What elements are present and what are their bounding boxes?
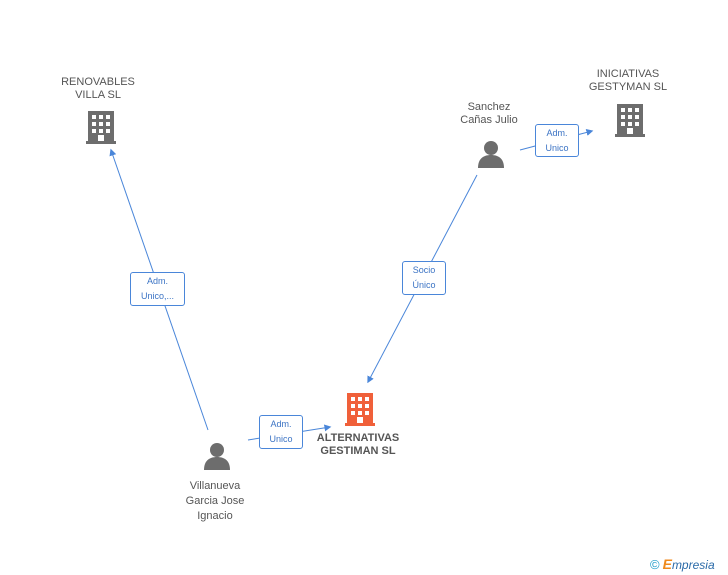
relation-line: Unico bbox=[545, 143, 569, 153]
node-label-line: GESTIMAN SL bbox=[320, 445, 396, 457]
brand-name: mpresia bbox=[671, 558, 715, 572]
person-icon bbox=[204, 443, 230, 470]
node-label-line: Garcia Jose bbox=[185, 495, 245, 507]
node-label-line: ALTERNATIVAS bbox=[316, 432, 400, 444]
node-label-line: VILLA SL bbox=[75, 89, 121, 101]
node-label-line: RENOVABLES bbox=[61, 76, 135, 88]
copyright-icon: © bbox=[650, 557, 660, 572]
relation-line: Unico bbox=[269, 434, 293, 444]
node-label-iniciativas[interactable]: INICIATIVAS GESTYMAN SL bbox=[578, 68, 678, 94]
brand-watermark: ©Empresia bbox=[650, 556, 715, 572]
node-label-villanueva[interactable]: Villanueva Garcia Jose Ignacio bbox=[165, 479, 265, 524]
relation-line: Unico,... bbox=[140, 291, 174, 301]
node-label-sanchez[interactable]: Sanchez Cañas Julio bbox=[439, 101, 539, 127]
relation-line: Adm. bbox=[146, 276, 168, 286]
node-label-renovables[interactable]: RENOVABLES VILLA SL bbox=[48, 76, 148, 102]
building-icon bbox=[615, 104, 645, 137]
relation-line: Único bbox=[412, 280, 436, 290]
building-icon-main bbox=[345, 393, 375, 426]
node-label-line: Ignacio bbox=[197, 510, 233, 522]
building-icon bbox=[86, 111, 116, 144]
relation-badge-sanchez-iniciativas[interactable]: Adm. Unico bbox=[535, 124, 579, 157]
relation-badge-villanueva-renovables[interactable]: Adm. Unico,... bbox=[130, 272, 185, 306]
relation-line: Adm. bbox=[270, 419, 292, 429]
node-label-line: GESTYMAN SL bbox=[588, 81, 668, 93]
node-label-line: INICIATIVAS bbox=[596, 68, 660, 80]
relation-badge-sanchez-alternativas[interactable]: Socio Único bbox=[402, 261, 446, 295]
brand-initial: E bbox=[662, 556, 672, 572]
relation-line: Socio bbox=[412, 265, 436, 275]
node-label-line: Sanchez bbox=[467, 101, 511, 113]
relation-badge-villanueva-alternativas[interactable]: Adm. Unico bbox=[259, 415, 303, 449]
person-icon bbox=[478, 141, 504, 168]
node-label-line: Villanueva bbox=[189, 480, 241, 492]
node-label-line: Cañas Julio bbox=[460, 114, 518, 126]
node-label-alternativas[interactable]: ALTERNATIVAS GESTIMAN SL bbox=[308, 432, 408, 458]
relation-line: Adm. bbox=[546, 128, 568, 138]
